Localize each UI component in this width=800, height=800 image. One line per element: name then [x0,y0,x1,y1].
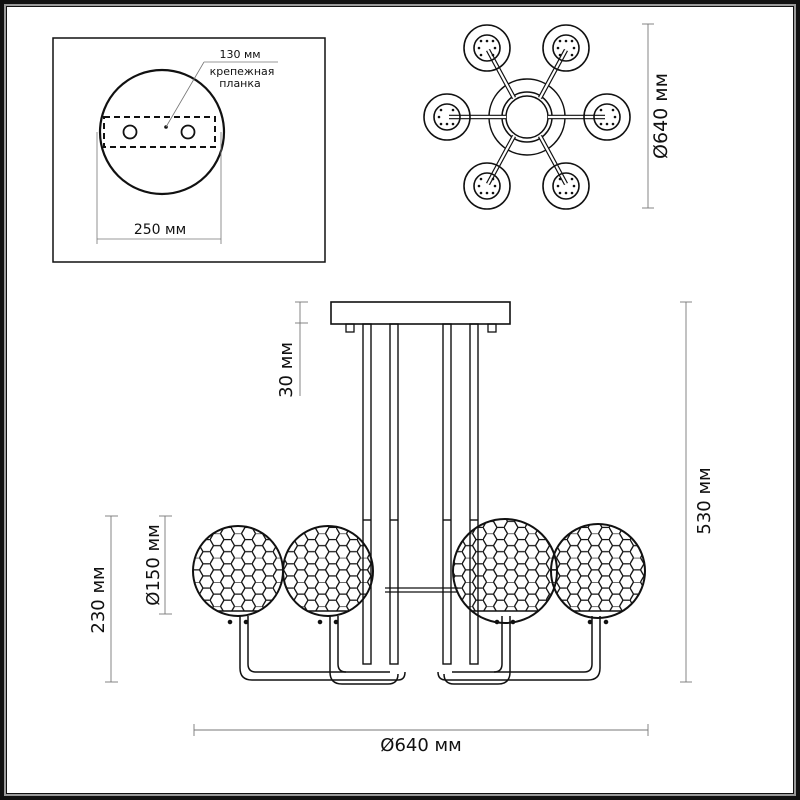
inner-frame [6,6,794,794]
shade-4 [550,523,646,625]
top-shade-3 [423,93,471,141]
screw-hole-left [122,124,138,140]
shade-1 [192,525,284,625]
plate-diameter-label: 250 мм [134,222,186,238]
shade-3 [452,518,558,625]
total-diameter-label: Ø640 мм [380,735,461,756]
inset-border [52,37,326,263]
middle-frame [4,4,796,796]
top-view-center-hub [505,95,549,139]
canopy-height-label: 30 мм [276,342,297,398]
bent-pipes [239,616,601,685]
top-shade-5 [463,162,511,210]
total-height-label: 530 мм [694,467,715,534]
canopy-screw-right [487,323,497,333]
bracket-name-line1: крепежная [210,65,275,78]
mounting-bracket-dashed [103,116,216,148]
canopy-screw-left [345,323,355,333]
bracket-width-label: 130 мм [219,48,260,61]
holder-height-label: 230 мм [88,566,109,633]
leader-line [165,61,205,128]
top-view [423,23,654,210]
ceiling-plate-circle [98,68,226,196]
holder-height-dimension [105,515,118,683]
shade-diameter-label: Ø150 мм [143,524,164,605]
side-view [105,301,692,736]
total-diameter-dimension [193,724,649,736]
shade-2 [282,525,374,625]
top-view-diameter-dimension [642,23,654,209]
canopy-height-dimension [295,301,308,396]
top-shade-4 [583,93,631,141]
top-shade-dots [437,39,617,195]
top-view-diameter-label: Ø640 мм [650,73,672,159]
top-shade-2 [542,24,590,72]
mount-plate-inset: 130 мм крепежная планка 250 мм [52,37,326,263]
vertical-rods [362,323,479,665]
canopy [330,301,511,325]
top-shade-1 [463,24,511,72]
total-height-dimension [680,301,692,683]
top-shade-6 [542,162,590,210]
shade-diameter-dimension [159,515,172,615]
bracket-name-line2: планка [219,77,261,90]
screw-hole-right [180,124,196,140]
